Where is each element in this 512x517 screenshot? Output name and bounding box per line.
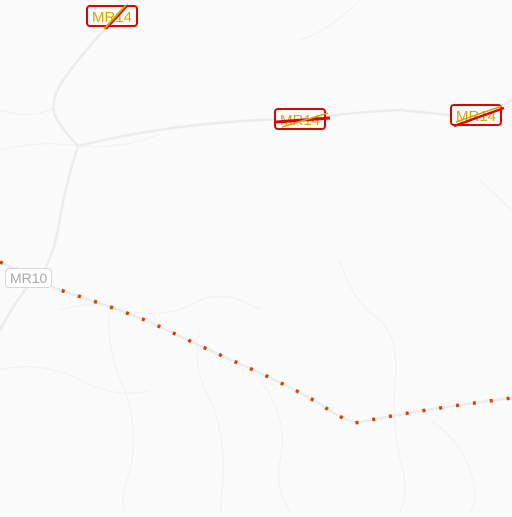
road-mr14-north bbox=[52, 16, 117, 148]
route-shield-mr14[interactable]: MR14 bbox=[274, 108, 327, 130]
trail-line bbox=[196, 329, 224, 513]
road-mr10 bbox=[0, 260, 512, 425]
route-shield-label: MR14 bbox=[280, 112, 321, 129]
trail-line bbox=[259, 379, 291, 513]
road-branch-south bbox=[0, 144, 80, 332]
route-shield-mr10[interactable]: MR10 bbox=[5, 268, 53, 288]
route-shield-label: MR14 bbox=[456, 108, 497, 125]
route-shield-mr14[interactable]: MR14 bbox=[86, 5, 139, 27]
trail-line bbox=[299, 0, 361, 41]
trail-line bbox=[0, 366, 151, 394]
trail-line bbox=[429, 419, 476, 513]
route-shield-mr14[interactable]: MR14 bbox=[450, 104, 503, 126]
trail-line bbox=[0, 107, 55, 115]
trail-line bbox=[59, 296, 261, 314]
route-shield-label: MR14 bbox=[92, 9, 133, 26]
route-shield-label: MR10 bbox=[10, 270, 48, 286]
trail-line bbox=[339, 259, 406, 513]
trail-line bbox=[479, 179, 512, 211]
trail-line bbox=[0, 133, 161, 151]
highlighted-route bbox=[0, 260, 512, 425]
trail-line bbox=[108, 299, 134, 513]
